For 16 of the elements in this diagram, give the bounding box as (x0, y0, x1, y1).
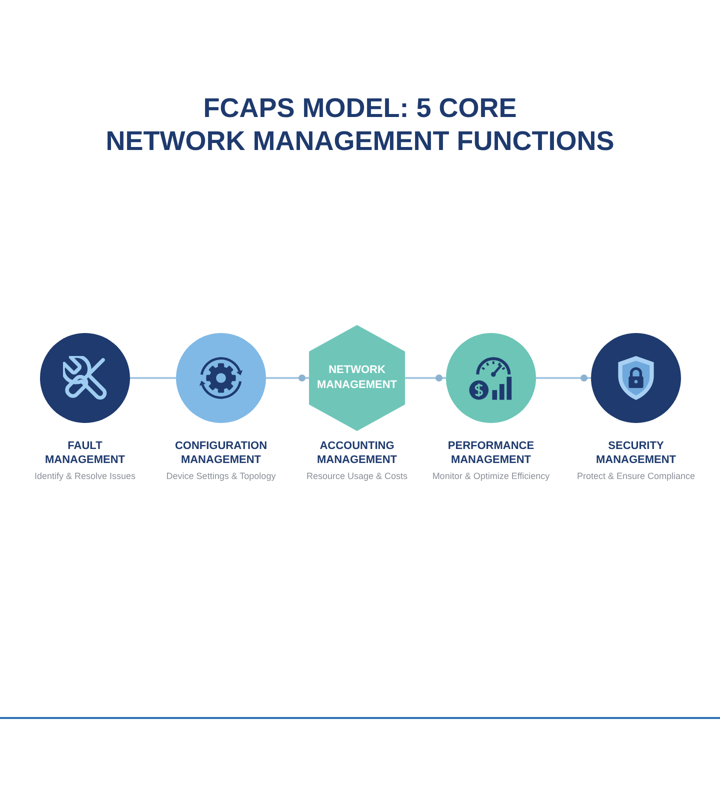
function-title: FAULT MANAGEMENT (44, 439, 126, 467)
function-title: SECURITY MANAGEMENT (596, 439, 676, 467)
function-description: Monitor & Optimize Efficiency (432, 470, 550, 482)
connector-line (266, 374, 309, 382)
diagram-title: FCAPS MODEL: 5 CORE NETWORK MANAGEMENT FUNCTIONS (106, 92, 614, 158)
function-title: PERFORMANCE MANAGEMENT (448, 439, 534, 467)
function-description: Protect & Ensure Compliance (576, 470, 696, 482)
connector-line (130, 377, 176, 379)
function-title: ACCOUNTING MANAGEMENT (316, 439, 398, 467)
connector-line (405, 374, 446, 382)
function-description: Resource Usage & Costs (306, 470, 408, 482)
function-title: CONFIGURATION MANAGEMENT (174, 439, 268, 467)
connector-line (536, 374, 591, 382)
function-description: Device Settings & Topology (166, 470, 276, 482)
hexagon-label: NETWORK MANAGEMENT (316, 363, 398, 393)
function-description: Identify & Resolve Issues (34, 470, 136, 482)
